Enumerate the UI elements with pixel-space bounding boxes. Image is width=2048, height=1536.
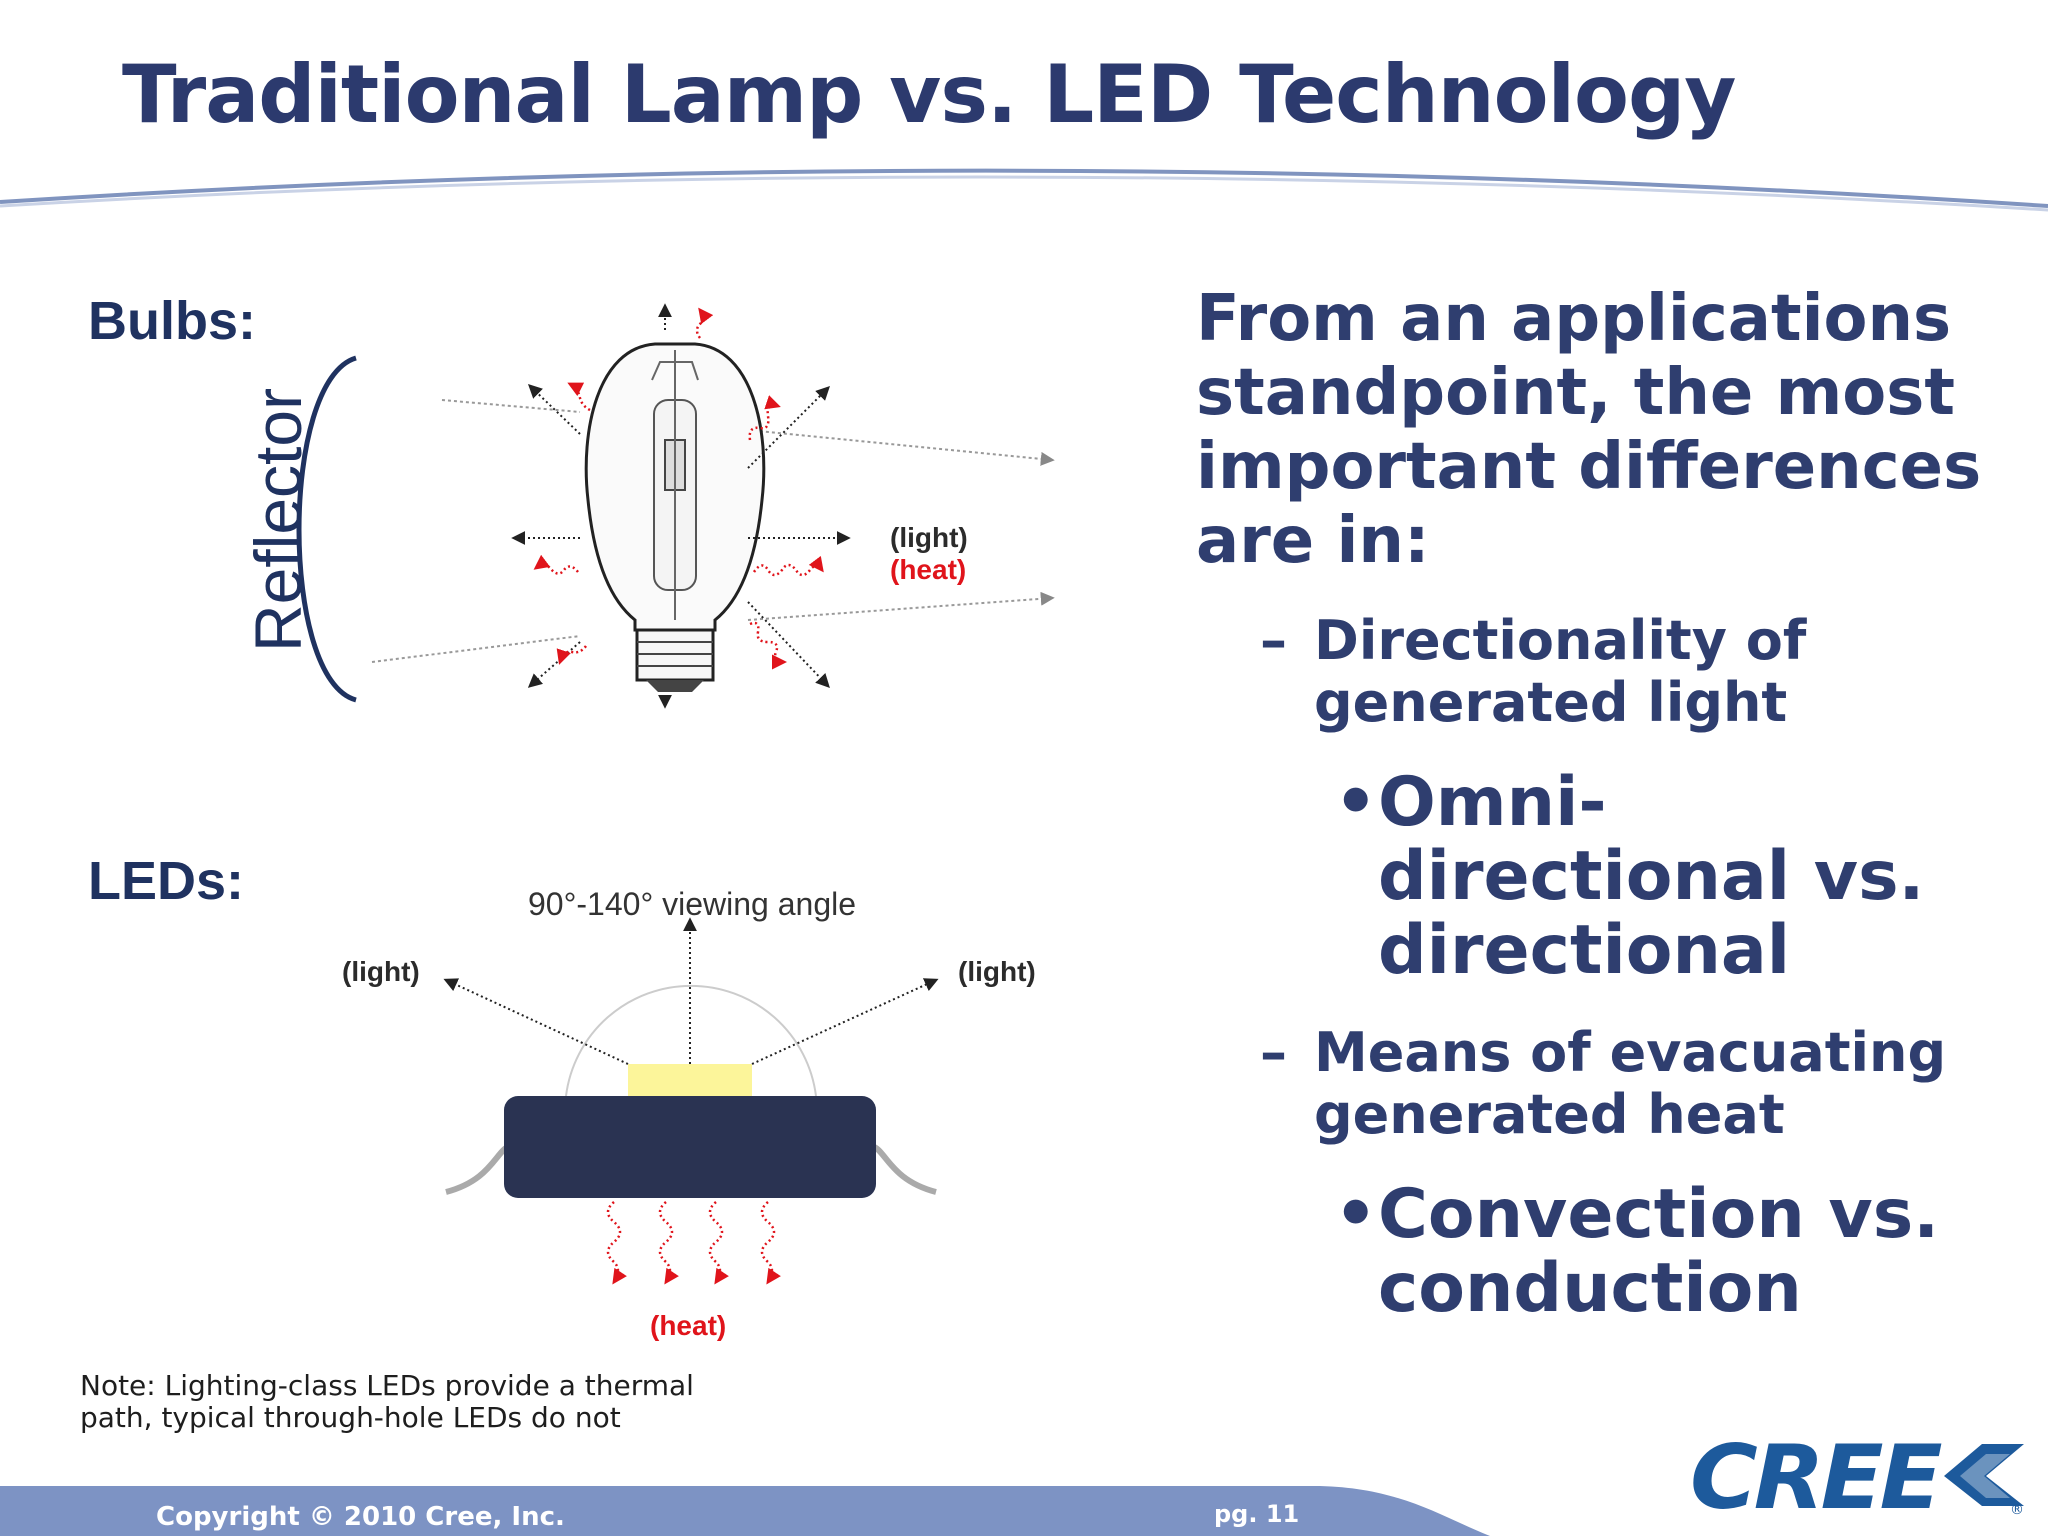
intro-line-2: standpoint, the most [1196, 356, 1955, 430]
dash-marker: – [1260, 1021, 1287, 1084]
intro-line-3: important differences [1196, 430, 1982, 504]
bulbs-label: Bulbs: [88, 291, 256, 351]
bullet1-line-1: Omni- [1378, 763, 1607, 842]
bullet-marker: • [1334, 1175, 1378, 1254]
viewing-angle-label: 90°-140° viewing angle [528, 886, 857, 922]
led-lead-left [445, 1143, 512, 1195]
dash2-line-2: generated heat [1314, 1083, 1785, 1146]
note-line-1: Note: Lighting-class LEDs provide a ther… [80, 1369, 694, 1402]
viewing-angle-arc [565, 984, 817, 1097]
bulb-heat-label: (heat) [890, 554, 967, 585]
bulb-light-label: (light) [890, 522, 968, 553]
intro-text: From an applications standpoint, the mos… [1196, 282, 1996, 578]
intro-line-1: From an applications [1196, 282, 1952, 356]
reflector-curve [296, 355, 357, 703]
dash1-line-2: generated light [1314, 671, 1788, 734]
intro-line-4: are in: [1196, 504, 1430, 578]
led-light-left-label: (light) [342, 956, 420, 987]
cree-logo-text: CREE [1690, 1426, 1943, 1529]
led-lead-right [870, 1143, 937, 1195]
footnote: Note: Lighting-class LEDs provide a ther… [80, 1370, 720, 1434]
leds-label: LEDs: [88, 851, 245, 911]
bullet-item-convection: • Convection vs. conduction [1334, 1175, 1998, 1328]
bullet1-line-3: directional [1378, 911, 1791, 990]
dash-marker: – [1260, 609, 1287, 672]
page-number: pg. 11 [1214, 1500, 1300, 1528]
cree-logo: CREE ® [1690, 1426, 2030, 1529]
led-body [504, 1096, 876, 1198]
dash-item-directionality: – Directionality of generated light [1260, 609, 2014, 734]
copyright-text: Copyright © 2010 Cree, Inc. [156, 1502, 565, 1532]
dash1-line-1: Directionality of [1314, 609, 1807, 672]
bullet2-line-2: conduction [1378, 1249, 1802, 1328]
bullet-marker: • [1334, 763, 1378, 842]
footer-bar [0, 1486, 1490, 1536]
bullet-item-omnidirectional: • Omni- directional vs. directional [1334, 763, 1998, 990]
led-heat-label: (heat) [650, 1310, 727, 1341]
led-diagram [443, 917, 939, 1285]
dash-item-heat: – Means of evacuating generated heat [1260, 1021, 2014, 1146]
bullet2-line-1: Convection vs. [1378, 1175, 1940, 1254]
note-line-2: path, typical through-hole LEDs do not [80, 1401, 621, 1434]
slide-title: Traditional Lamp vs. LED Technology [122, 48, 1736, 141]
led-chip [628, 1064, 752, 1096]
led-light-right-label: (light) [958, 956, 1036, 987]
cree-logo-chevron-icon [1944, 1444, 2024, 1506]
bullet1-line-2: directional vs. [1378, 837, 1925, 916]
registered-mark: ® [2010, 1502, 2024, 1518]
dash2-line-1: Means of evacuating [1314, 1021, 1947, 1084]
title-divider [0, 168, 2048, 212]
bulb-diagram [296, 303, 1055, 709]
bulb-base [635, 628, 715, 692]
